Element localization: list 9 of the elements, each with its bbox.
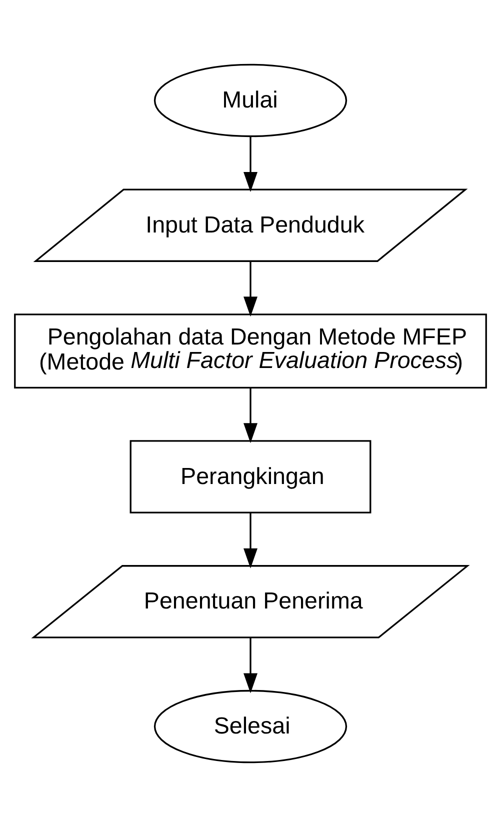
- arrow: [244, 512, 258, 568]
- arrow: [244, 637, 258, 693]
- arrow: [244, 388, 258, 443]
- arrow: [244, 261, 258, 316]
- node-box: Perangkingan: [130, 440, 372, 513]
- node-ellipse: Selesai: [154, 689, 348, 763]
- arrow: [244, 136, 258, 192]
- node-ellipse: Mulai: [154, 63, 348, 137]
- node-box: Pengolahan data Dengan Metode MFEP (Metode Multi Factor Evaluation Process): [14, 313, 487, 388]
